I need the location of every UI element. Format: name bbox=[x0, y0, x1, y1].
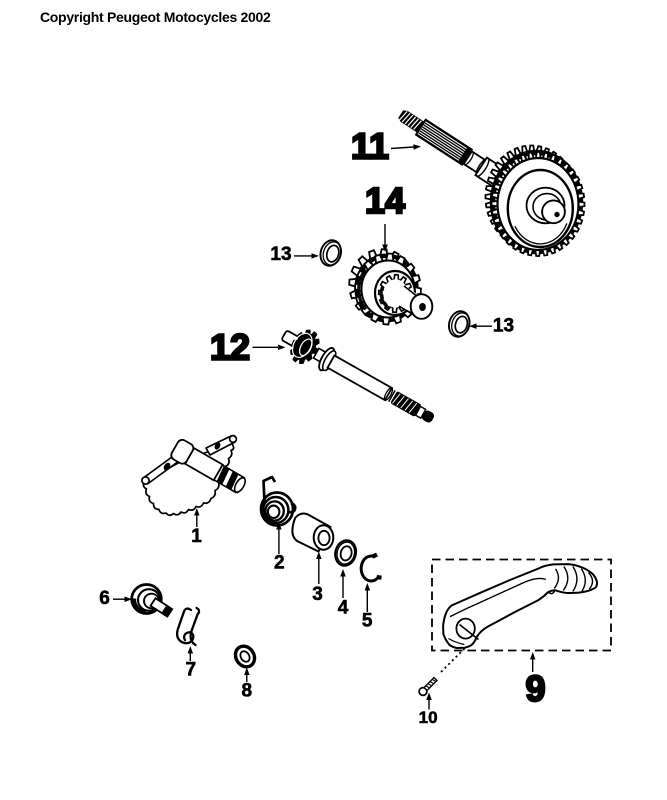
svg-text:11: 11 bbox=[351, 126, 389, 167]
svg-text:14: 14 bbox=[365, 180, 405, 221]
svg-text:4: 4 bbox=[338, 597, 349, 618]
svg-text:3: 3 bbox=[312, 584, 323, 605]
svg-text:13: 13 bbox=[493, 316, 514, 337]
svg-text:8: 8 bbox=[242, 680, 253, 701]
svg-text:1: 1 bbox=[191, 526, 202, 547]
svg-text:7: 7 bbox=[186, 659, 197, 680]
svg-text:10: 10 bbox=[419, 708, 438, 727]
svg-text:6: 6 bbox=[99, 588, 110, 609]
svg-text:5: 5 bbox=[362, 611, 373, 632]
svg-text:12: 12 bbox=[210, 327, 250, 368]
svg-text:2: 2 bbox=[274, 553, 285, 574]
svg-text:9: 9 bbox=[525, 668, 545, 709]
svg-text:13: 13 bbox=[270, 244, 291, 265]
